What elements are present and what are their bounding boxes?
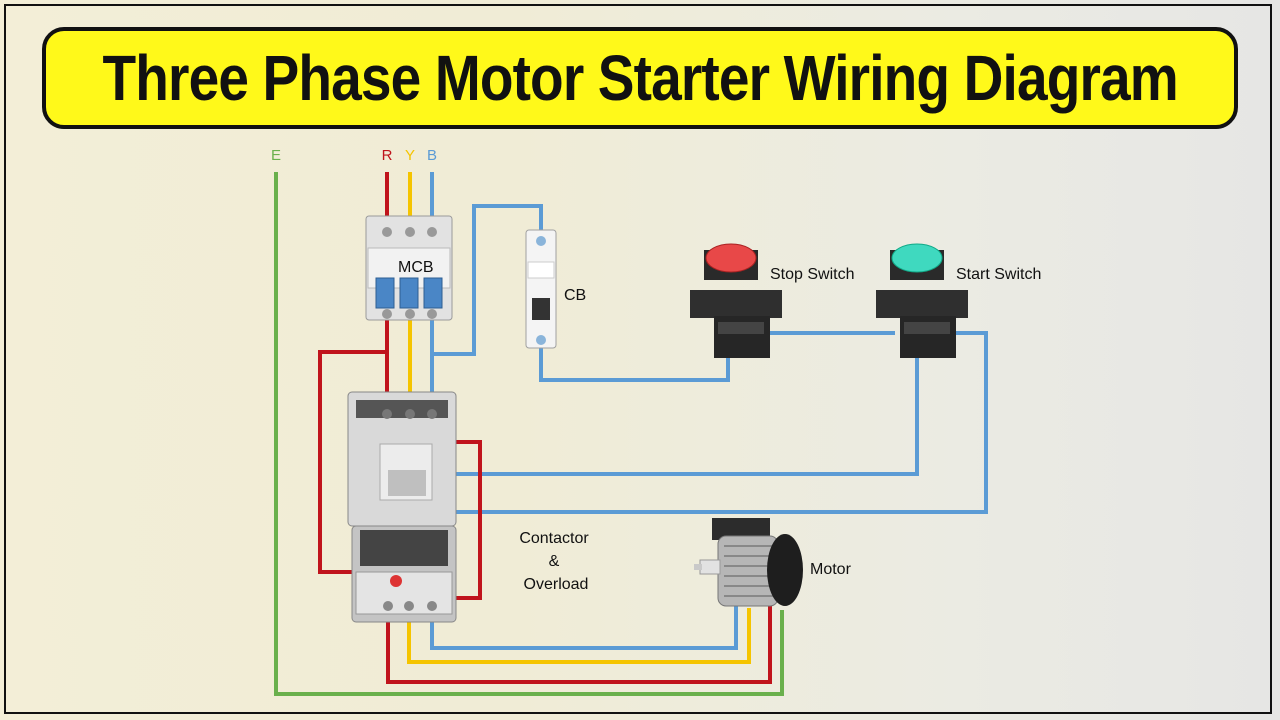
page-title: Three Phase Motor Starter Wiring Diagram <box>102 42 1178 114</box>
r-motor-wire <box>386 606 772 684</box>
cb-breaker <box>525 229 557 349</box>
start-switch-label: Start Switch <box>956 266 1041 283</box>
contactor-overload <box>347 391 457 623</box>
start-coil-wire <box>428 331 988 514</box>
cb-stop-wire <box>539 342 730 382</box>
b-motor-wire <box>430 606 738 650</box>
outer-frame <box>4 4 1272 714</box>
mcb-label: MCB <box>398 259 434 276</box>
earth-wire <box>274 172 784 696</box>
contactor-label-line2: & <box>549 553 560 570</box>
red-coil-wire <box>445 440 482 600</box>
start-switch <box>876 243 968 358</box>
cb-label: CB <box>564 287 586 304</box>
motor <box>694 518 803 607</box>
stop-switch-label: Stop Switch <box>770 266 854 283</box>
title-banner: Three Phase Motor Starter Wiring Diagram <box>42 27 1238 129</box>
start-holding-wire <box>426 350 919 476</box>
earth-label: E <box>271 147 281 164</box>
contactor-label-line3: Overload <box>524 576 589 593</box>
stop-switch <box>690 243 782 358</box>
b-phase-label: B <box>427 147 437 164</box>
r-phase-label: R <box>382 147 393 164</box>
cb-feed-wire <box>432 204 543 356</box>
y-phase-label: Y <box>405 147 415 164</box>
contactor-label-line1: Contactor <box>519 530 589 547</box>
motor-label: Motor <box>810 561 852 578</box>
y-motor-wire <box>407 608 751 664</box>
mcb-breaker <box>365 215 453 321</box>
